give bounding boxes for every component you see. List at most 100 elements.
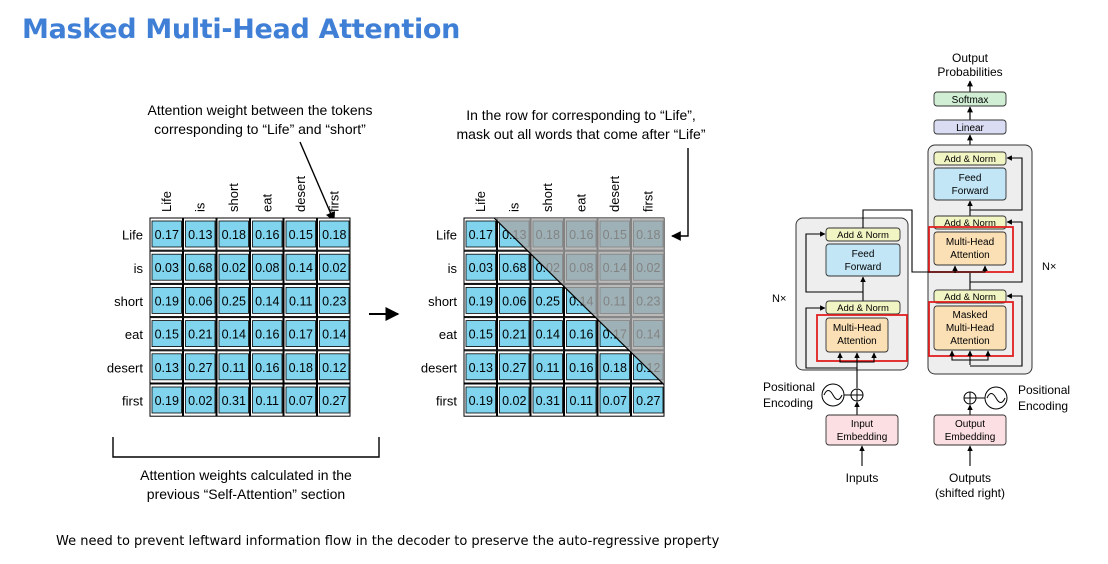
cell-value: 0.02 xyxy=(322,261,346,275)
cell-fill xyxy=(252,220,283,248)
cell-fill xyxy=(499,386,530,414)
cell-value: 0.21 xyxy=(502,328,526,342)
mask-diagonal xyxy=(493,217,665,386)
cell-fill xyxy=(566,386,597,414)
cell-fill xyxy=(151,253,182,281)
cell-value: 0.27 xyxy=(322,394,346,408)
cell-value: 0.16 xyxy=(255,228,279,242)
row-label: desert xyxy=(107,360,144,375)
cell-value: 0.11 xyxy=(289,294,312,308)
column-header: first xyxy=(640,191,655,212)
decoder-masked-attention-label-1: Masked xyxy=(952,310,987,321)
cell-fill xyxy=(499,286,530,314)
cell-fill xyxy=(218,220,249,248)
cell-fill xyxy=(252,286,283,314)
encoder-nx-label: N× xyxy=(772,293,786,305)
cell-value: 0.11 xyxy=(570,394,593,408)
transformer-diagram: Output Probabilities Softmax Linear Add … xyxy=(763,51,1070,500)
row-label: eat xyxy=(439,327,457,342)
cell-fill xyxy=(252,386,283,414)
cell-fill xyxy=(285,253,316,281)
cell-fill xyxy=(285,220,316,248)
cell-value: 0.18 xyxy=(322,228,346,242)
cell-fill xyxy=(499,320,530,348)
cell-fill xyxy=(185,253,216,281)
cell-fill xyxy=(252,320,283,348)
cell-value: 0.19 xyxy=(469,394,493,408)
weight-note-line2: corresponding to “Life” and “short” xyxy=(154,121,366,137)
cell-value: 0.68 xyxy=(188,261,212,275)
column-header: first xyxy=(326,191,341,212)
cell-fill xyxy=(185,386,216,414)
cell-value: 0.27 xyxy=(188,361,212,375)
weight-note-arrow xyxy=(299,141,336,222)
column-header: desert xyxy=(607,175,622,212)
cell-fill xyxy=(151,286,182,314)
cell-value: 0.11 xyxy=(536,361,559,375)
cell-fill xyxy=(319,353,350,381)
encoder-self-attention xyxy=(825,317,889,353)
cell-fill xyxy=(465,220,496,248)
slide-caption: We need to prevent leftward information … xyxy=(56,534,720,549)
encoder-positional-label-2: Encoding xyxy=(763,396,813,410)
decoder-masked-attention xyxy=(933,305,1007,351)
cell-fill xyxy=(532,353,563,381)
cell-value: 0.03 xyxy=(155,261,179,275)
encoder-self-attention-label-2: Attention xyxy=(837,336,876,347)
cell-fill xyxy=(633,386,664,414)
cell-value: 0.19 xyxy=(155,394,179,408)
row-label: desert xyxy=(421,360,458,375)
encoder-add-norm-1 xyxy=(825,300,901,315)
cell-value: 0.13 xyxy=(469,361,493,375)
cell-value: 0.14 xyxy=(255,294,279,308)
encoder-self-attention-label-1: Multi-Head xyxy=(833,323,881,334)
cell-fill xyxy=(532,320,563,348)
linear-label: Linear xyxy=(956,123,984,134)
cell-value: 0.17 xyxy=(155,228,179,242)
input-embedding-label-1: Input xyxy=(851,419,873,430)
cell-fill xyxy=(285,286,316,314)
cell-fill xyxy=(499,253,530,281)
cell-value: 0.18 xyxy=(289,361,313,375)
cell-value: 0.19 xyxy=(469,294,493,308)
column-header: is xyxy=(192,202,207,212)
mask-note-line2: mask out all words that come after “Life… xyxy=(457,126,706,142)
cell-fill xyxy=(319,386,350,414)
column-header: is xyxy=(506,202,521,212)
cell-fill xyxy=(185,220,216,248)
encoder-positional-label-1: Positional xyxy=(763,380,815,394)
cell-value: 0.19 xyxy=(155,294,179,308)
cell-fill xyxy=(151,386,182,414)
encoder-add-norm-1-label: Add & Norm xyxy=(837,303,889,314)
cell-value: 0.16 xyxy=(569,361,593,375)
input-embedding-box xyxy=(825,414,899,446)
row-label: is xyxy=(134,261,144,276)
decoder-add-norm-3-label: Add & Norm xyxy=(944,154,996,165)
cell-value: 0.18 xyxy=(222,228,246,242)
cell-value: 0.14 xyxy=(322,328,346,342)
decoder-positional-label-2: Encoding xyxy=(1018,399,1068,413)
decoder-feed-forward-label-1: Feed xyxy=(959,173,982,184)
cell-value: 0.02 xyxy=(188,394,212,408)
cell-fill xyxy=(566,320,597,348)
cell-value: 0.25 xyxy=(536,294,560,308)
encoder-self-attention-highlight xyxy=(816,314,908,362)
encoder-feed-forward-label-1: Feed xyxy=(852,249,875,260)
decoder-masked-attention-highlight xyxy=(928,301,1014,357)
cell-fill xyxy=(465,386,496,414)
column-header: Life xyxy=(159,191,174,212)
row-label: eat xyxy=(125,327,143,342)
decoder-positional-label-1: Positional xyxy=(1018,383,1070,397)
cell-value: 0.23 xyxy=(322,294,346,308)
softmax-box xyxy=(933,91,1007,107)
cell-fill xyxy=(218,353,249,381)
cell-fill xyxy=(185,353,216,381)
column-header: short xyxy=(226,183,241,212)
row-label: is xyxy=(448,261,458,276)
cell-fill xyxy=(532,286,563,314)
cell-value: 0.18 xyxy=(603,361,627,375)
cell-fill xyxy=(532,386,563,414)
cell-fill xyxy=(151,353,182,381)
decoder-cross-attention-label-2: Attention xyxy=(950,250,989,261)
